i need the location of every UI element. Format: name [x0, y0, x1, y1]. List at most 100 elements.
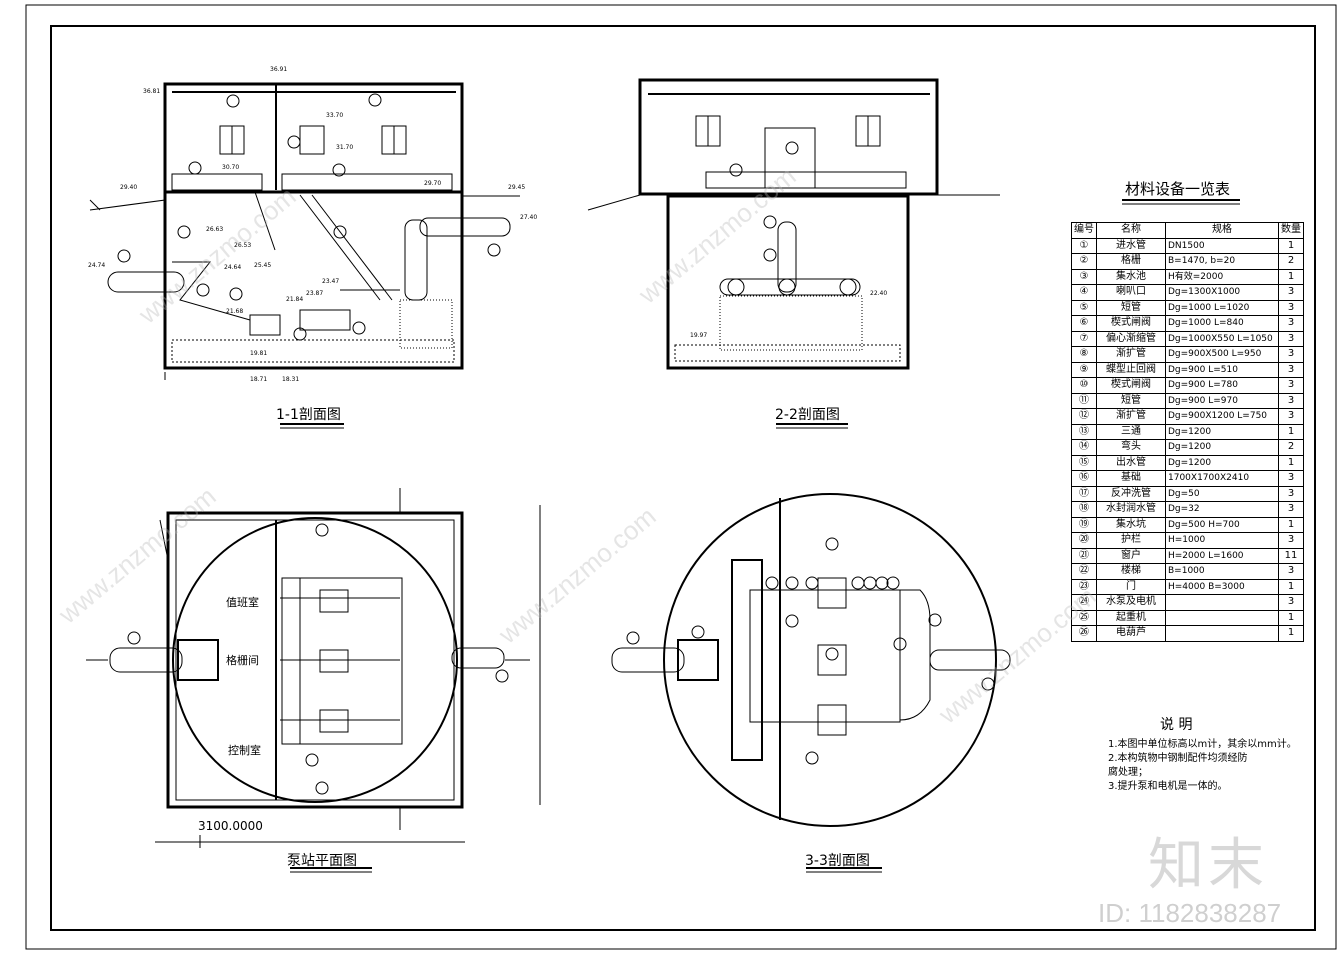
- table-cell: 3: [1278, 532, 1304, 549]
- table-cell: H=2000 L=1600: [1165, 547, 1279, 564]
- table-cell: ⑭: [1071, 439, 1097, 456]
- inner-frame: [50, 25, 1316, 931]
- elevation-label: 29.45: [508, 184, 526, 191]
- table-cell: 3: [1278, 594, 1304, 611]
- table-cell: 3: [1278, 470, 1304, 487]
- table-cell: 水泵及电机: [1096, 594, 1166, 611]
- table-cell: 1700X1700X2410: [1165, 470, 1279, 487]
- table-cell: 1: [1278, 516, 1304, 533]
- elevation-label: 27.40: [520, 214, 538, 221]
- document-id-watermark: ID: 1182838287: [1098, 898, 1282, 928]
- table-cell: ①: [1071, 237, 1097, 254]
- table-cell: 2: [1278, 253, 1304, 270]
- table-cell: ⑫: [1071, 408, 1097, 425]
- table-cell: 1: [1278, 625, 1304, 642]
- table-cell: 3: [1278, 361, 1304, 378]
- elevation-label: 25.45: [254, 262, 272, 269]
- table-cell: 楼梯: [1096, 563, 1166, 580]
- materials-table-title: 材料设备一览表: [1125, 180, 1231, 198]
- table-cell: 集水坑: [1096, 516, 1166, 533]
- table-cell: Dg=1000 L=1020: [1165, 299, 1279, 316]
- table-cell: 3: [1278, 485, 1304, 502]
- plan-drawing: [86, 488, 541, 848]
- elevation-label: 23.87: [306, 290, 324, 297]
- table-cell: 1: [1278, 609, 1304, 626]
- elevation-label: 21.84: [286, 296, 304, 303]
- table-cell: ④: [1071, 284, 1097, 301]
- elevation-label: 26.63: [206, 226, 224, 233]
- table-cell: ⑲: [1071, 516, 1097, 533]
- table-header-cell: 数量: [1278, 222, 1304, 239]
- table-cell: Dg=1000X550 L=1050: [1165, 330, 1279, 347]
- table-cell: 蝶型止回阀: [1096, 361, 1166, 378]
- table-cell: 1: [1278, 454, 1304, 471]
- note-item: 3.提升泵和电机是一体的。: [1108, 781, 1228, 792]
- table-cell: 三通: [1096, 423, 1166, 440]
- table-cell: 喇叭口: [1096, 284, 1166, 301]
- table-cell: 3: [1278, 315, 1304, 332]
- table-cell: 反冲洗管: [1096, 485, 1166, 502]
- table-cell: 格栅: [1096, 253, 1166, 270]
- section-1-1-drawing: [89, 82, 520, 380]
- table-header-cell: 编号: [1071, 222, 1097, 239]
- elevation-label: 30.70: [222, 164, 240, 171]
- elevation-label: 24.74: [88, 262, 106, 269]
- table-cell: 短管: [1096, 392, 1166, 409]
- table-cell: 3: [1278, 501, 1304, 518]
- section-3-3-title: 3-3剖面图: [805, 853, 870, 869]
- table-cell: Dg=1000 L=840: [1165, 315, 1279, 332]
- elevation-label: 36.91: [270, 66, 288, 73]
- table-cell: ㉒: [1071, 563, 1097, 580]
- table-cell: 1: [1278, 578, 1304, 595]
- table-cell: H=4000 B=3000: [1165, 578, 1279, 595]
- section-2-2-drawing: [587, 78, 1000, 370]
- plan-title: 泵站平面图: [287, 853, 357, 869]
- table-cell: 2: [1278, 439, 1304, 456]
- table-cell: DN1500: [1165, 237, 1279, 254]
- table-cell: ⑥: [1071, 315, 1097, 332]
- section-2-2-title: 2-2剖面图: [775, 407, 840, 423]
- elevation-label: 21.68: [226, 308, 244, 315]
- table-cell: B=1470, b=20: [1165, 253, 1279, 270]
- table-cell: 3: [1278, 299, 1304, 316]
- table-header-cell: 名称: [1096, 222, 1166, 239]
- table-cell: [1165, 609, 1279, 626]
- table-cell: ⑮: [1071, 454, 1097, 471]
- note-item: 腐处理；: [1108, 767, 1148, 778]
- outer-frame: [25, 4, 1337, 950]
- table-cell: 楔式闸阀: [1096, 377, 1166, 394]
- table-cell: Dg=1200: [1165, 439, 1279, 456]
- table-cell: Dg=1300X1000: [1165, 284, 1279, 301]
- table-cell: 弯头: [1096, 439, 1166, 456]
- table-cell: Dg=900 L=970: [1165, 392, 1279, 409]
- table-cell: 水封润水管: [1096, 501, 1166, 518]
- table-header-cell: 规格: [1165, 222, 1279, 239]
- table-cell: 基础: [1096, 470, 1166, 487]
- table-cell: Dg=50: [1165, 485, 1279, 502]
- table-cell: 11: [1278, 547, 1304, 564]
- elevation-label: 19.97: [690, 332, 708, 339]
- elevation-label: 29.40: [120, 184, 138, 191]
- table-cell: ⑯: [1071, 470, 1097, 487]
- scale-text: 3100.0000: [198, 819, 263, 833]
- table-cell: 电葫芦: [1096, 625, 1166, 642]
- elevation-label: 29.70: [424, 180, 442, 187]
- table-cell: 1: [1278, 237, 1304, 254]
- note-item: 2.本构筑物中钢制配件均须经防: [1108, 753, 1248, 764]
- table-cell: 渐扩管: [1096, 408, 1166, 425]
- table-cell: [1165, 625, 1279, 642]
